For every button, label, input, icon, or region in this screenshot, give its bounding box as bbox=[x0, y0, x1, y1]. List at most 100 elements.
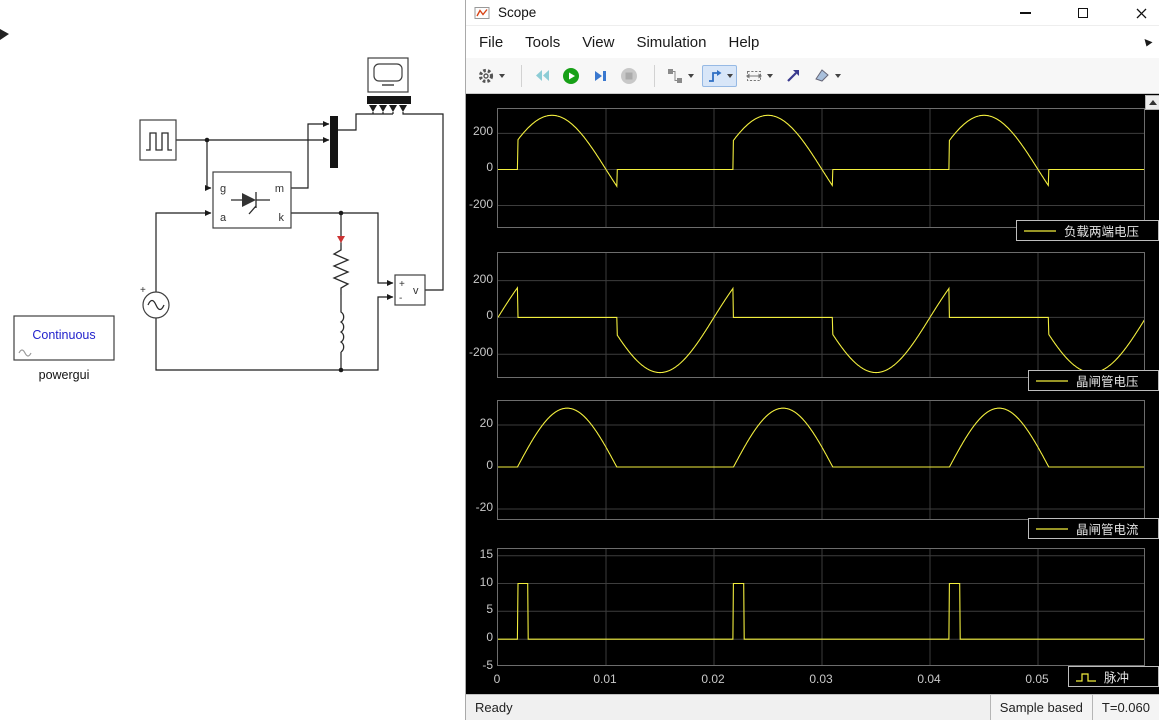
y-tick-label: -200 bbox=[449, 197, 493, 211]
stop-icon bbox=[620, 67, 638, 85]
powergui-block[interactable]: Continuous powergui bbox=[14, 316, 114, 382]
inductor-icon bbox=[341, 310, 344, 352]
scope-screen-icon bbox=[374, 64, 402, 81]
vm-minus-label: - bbox=[399, 293, 402, 304]
gear-icon bbox=[477, 67, 495, 85]
up-right-arrow-icon bbox=[784, 67, 802, 85]
highlight-block-button[interactable] bbox=[663, 65, 697, 87]
span-icon bbox=[745, 67, 763, 85]
scope-block[interactable] bbox=[368, 58, 408, 92]
step-back-button[interactable] bbox=[530, 65, 554, 87]
legend-pulse-icon bbox=[1075, 671, 1097, 683]
port-label-g: g bbox=[220, 183, 226, 195]
minimize-button[interactable] bbox=[1015, 2, 1035, 24]
scroll-up-button[interactable] bbox=[1145, 95, 1159, 110]
legend-pulse[interactable]: 脉冲 bbox=[1068, 666, 1159, 687]
branch-arrow-icon bbox=[337, 236, 345, 243]
simulink-blocks-icon bbox=[666, 67, 684, 85]
legend-thyristor-voltage[interactable]: 晶闸管电压 bbox=[1028, 370, 1159, 391]
step-forward-button[interactable] bbox=[588, 65, 612, 87]
window-title: Scope bbox=[498, 5, 536, 20]
powergui-caption: powergui bbox=[39, 368, 90, 382]
scope-plot-thyristor-voltage[interactable] bbox=[497, 252, 1145, 378]
dropdown-caret-icon bbox=[727, 74, 733, 78]
minimize-icon bbox=[1020, 12, 1031, 14]
up-triangle-icon bbox=[1149, 100, 1157, 105]
status-sample-mode: Sample based bbox=[990, 695, 1092, 720]
maximize-icon bbox=[1078, 8, 1088, 18]
snapshot-button[interactable] bbox=[781, 65, 805, 87]
dropdown-caret-icon bbox=[688, 74, 694, 78]
resistor-icon bbox=[334, 245, 348, 295]
y-tick-label: 0 bbox=[449, 160, 493, 174]
y-tick-label: -20 bbox=[449, 500, 493, 514]
stop-button[interactable] bbox=[617, 65, 641, 87]
model-diagram: g m a k bbox=[0, 0, 465, 720]
x-tick-label: 0.02 bbox=[688, 672, 738, 686]
series-rl-branch-block[interactable] bbox=[334, 236, 348, 352]
vm-plus-label: + bbox=[399, 279, 405, 290]
x-tick-label: 0.04 bbox=[904, 672, 954, 686]
y-tick-label: 200 bbox=[449, 124, 493, 138]
menu-help[interactable]: Help bbox=[718, 34, 771, 51]
y-tick-label: 200 bbox=[449, 272, 493, 286]
ac-voltage-source-block[interactable]: + bbox=[140, 285, 169, 318]
scope-plot-pulse[interactable] bbox=[497, 548, 1145, 666]
legend-load-voltage[interactable]: 负载两端电压 bbox=[1016, 220, 1159, 241]
menu-tools[interactable]: Tools bbox=[514, 34, 571, 51]
title-bar[interactable]: Scope bbox=[466, 0, 1159, 26]
y-tick-label: 0 bbox=[449, 458, 493, 472]
legend-thyristor-current[interactable]: 晶闸管电流 bbox=[1028, 518, 1159, 539]
vm-v-label: v bbox=[413, 285, 419, 297]
status-sim-time: T=0.060 bbox=[1092, 695, 1159, 720]
legend-line-icon bbox=[1023, 226, 1057, 236]
legend-line-icon bbox=[1035, 376, 1069, 386]
y-tick-label: 15 bbox=[449, 547, 493, 561]
step-back-icon bbox=[533, 67, 551, 85]
toolbar-separator bbox=[654, 65, 655, 87]
y-tick-label: 0 bbox=[449, 630, 493, 644]
pulse-generator-block[interactable] bbox=[140, 120, 176, 160]
menu-file[interactable]: File bbox=[468, 34, 514, 51]
thyristor-block[interactable]: g m a k bbox=[213, 172, 291, 228]
port-label-k: k bbox=[279, 212, 285, 224]
scope-plot-load-voltage[interactable] bbox=[497, 108, 1145, 228]
scope-input-strip[interactable] bbox=[367, 96, 411, 104]
voltage-measurement-block[interactable]: + - v bbox=[395, 275, 425, 305]
dropdown-caret-icon bbox=[767, 74, 773, 78]
signal-wires bbox=[156, 112, 443, 370]
x-tick-label: 0 bbox=[472, 672, 522, 686]
status-bar: Ready Sample based T=0.060 bbox=[466, 694, 1159, 720]
span-button[interactable] bbox=[742, 65, 776, 87]
measurements-button[interactable] bbox=[810, 65, 844, 87]
powergui-mode-label: Continuous bbox=[32, 328, 95, 342]
menu-view[interactable]: View bbox=[571, 34, 625, 51]
y-tick-label: -5 bbox=[449, 658, 493, 672]
menu-bar: File Tools View Simulation Help bbox=[466, 26, 1159, 58]
legend-line-icon bbox=[1035, 524, 1069, 534]
toolbar bbox=[466, 58, 1159, 94]
run-button[interactable] bbox=[559, 65, 583, 87]
simulink-model-canvas[interactable]: g m a k bbox=[0, 0, 465, 720]
port-label-a: a bbox=[220, 212, 227, 224]
status-ready: Ready bbox=[466, 695, 522, 720]
close-button[interactable] bbox=[1131, 2, 1151, 24]
run-icon bbox=[562, 67, 580, 85]
dock-arrow-icon[interactable] bbox=[1143, 37, 1154, 48]
trigger-button[interactable] bbox=[702, 65, 737, 87]
settings-button[interactable] bbox=[474, 65, 508, 87]
maximize-button[interactable] bbox=[1073, 2, 1093, 24]
scope-plot-thyristor-current[interactable] bbox=[497, 400, 1145, 520]
scope-app-icon bbox=[474, 5, 490, 21]
dropdown-caret-icon bbox=[499, 74, 505, 78]
mux-block[interactable] bbox=[330, 116, 338, 168]
x-tick-label: 0.03 bbox=[796, 672, 846, 686]
toolbar-separator bbox=[521, 65, 522, 87]
y-tick-label: 5 bbox=[449, 602, 493, 616]
menu-simulation[interactable]: Simulation bbox=[625, 34, 717, 51]
y-tick-label: 0 bbox=[449, 308, 493, 322]
x-tick-label: 0.05 bbox=[1012, 672, 1062, 686]
port-label-m: m bbox=[275, 183, 284, 195]
y-tick-label: 10 bbox=[449, 575, 493, 589]
